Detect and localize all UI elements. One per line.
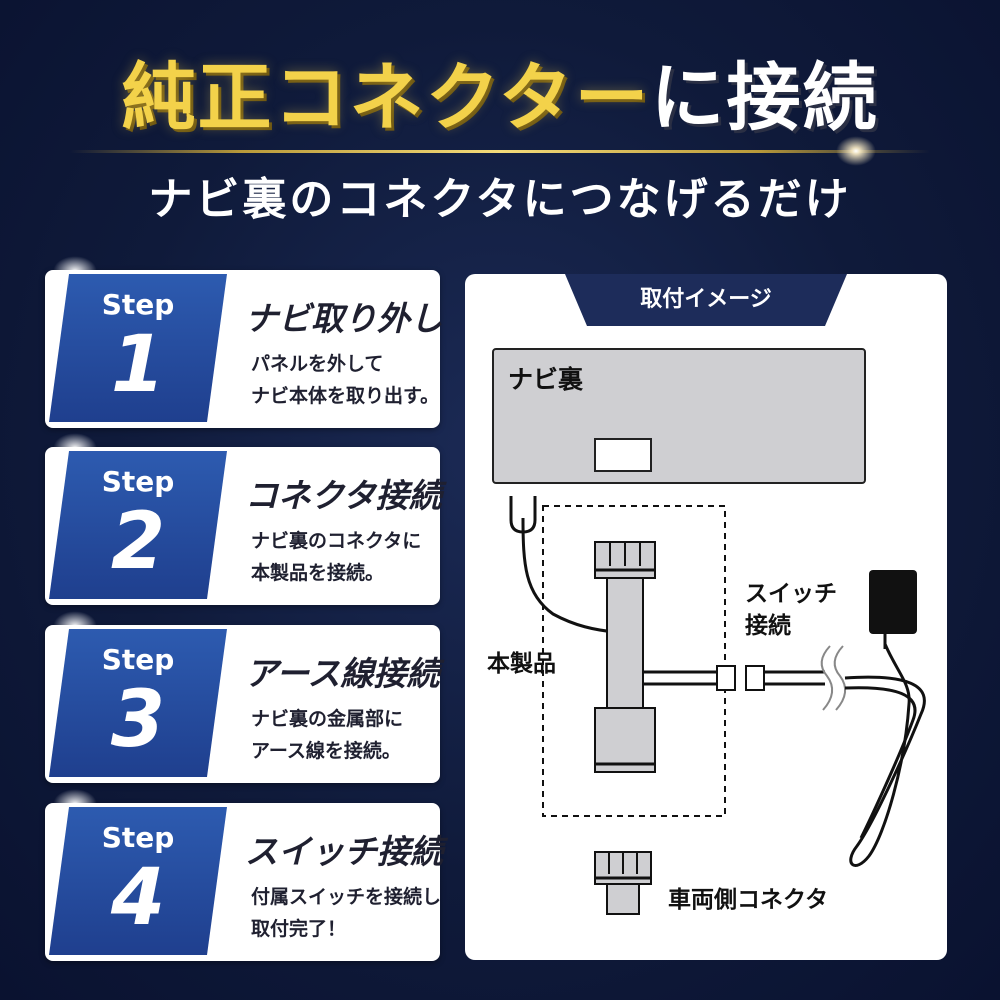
wiring-diagram [509,496,926,915]
step-card-3: Step 3 アース線接続 ナビ裏の金属部に アース線を接続。 [45,611,440,783]
step-badge: Step 1 [49,274,227,422]
step-word: Step [101,643,175,676]
ground-wire [521,517,616,634]
step-description-line: 本製品を接続。 [251,562,385,584]
navi-back-label: ナビ裏 [508,365,584,394]
main-title-gold: 純正コネクター [121,55,651,141]
step-badge: Step 4 [49,807,227,955]
step-word: Step [101,465,175,498]
product-label: 本製品 [487,651,556,677]
step-description: ナビ裏のコネクタに 本製品を接続。 [251,525,421,589]
step-badge: Step 2 [49,451,227,599]
step-badge: Step 3 [49,629,227,777]
step-description-line: ナビ本体を取り出す。 [251,385,440,407]
step-number: 3 [110,675,166,765]
switch-connection-label-1: スイッチ [745,581,837,607]
switch-cable [844,643,926,867]
switch-connection-label-2: 接続 [745,613,791,639]
subtitle: ナビ裏のコネクタにつなげるだけ [148,174,852,225]
step-number: 1 [110,320,166,410]
step-description-line: 付属スイッチを接続し [251,886,442,908]
step-number: 2 [110,497,166,587]
step-description-line: 取付完了！ [251,918,347,940]
switch-icon [869,570,917,634]
step-word: Step [101,821,175,854]
step-description-line: ナビ裏の金属部に [251,708,404,730]
switch-plug-right [745,665,765,691]
step-description-line: ナビ裏のコネクタに [251,530,422,552]
main-title: 純正コネクターに接続 [0,48,1000,148]
ground-terminal-icon [509,496,537,534]
step-number: 4 [110,853,166,943]
step-card-1: Step 1 ナビ取り外し パネルを外して ナビ本体を取り出す。 [45,256,443,428]
product-region [542,505,726,817]
step-description: パネルを外して ナビ本体を取り出す。 [251,348,439,412]
step-heading: アース線接続 [245,654,440,693]
step-description: 付属スイッチを接続し 取付完了！ [251,881,441,945]
step-card-4: Step 4 スイッチ接続 付属スイッチを接続し 取付完了！ [45,789,443,961]
sparkle-icon [836,136,876,166]
product-bottom-connector [594,707,656,773]
installation-tab: 取付イメージ [565,274,847,326]
main-title-white: に接続 [650,55,879,141]
navi-socket [594,438,652,472]
product-harness [606,577,644,709]
vehicle-connector-label: 車両側コネクタ [668,887,829,913]
step-description-line: アース線を接続。 [251,740,401,762]
gold-divider [70,150,930,153]
step-card-2: Step 2 コネクタ接続 ナビ裏のコネクタに 本製品を接続。 [45,433,442,605]
step-heading: スイッチ接続 [245,832,443,871]
step-description: ナビ裏の金属部に アース線を接続。 [251,703,403,767]
step-heading: ナビ取り外し [245,299,443,338]
navi-back-box: ナビ裏 [492,348,866,484]
step-description-line: パネルを外して [251,353,384,375]
switch-plug-left [716,665,736,691]
break-mark [820,645,834,711]
step-word: Step [101,288,175,321]
step-heading: コネクタ接続 [245,476,442,515]
